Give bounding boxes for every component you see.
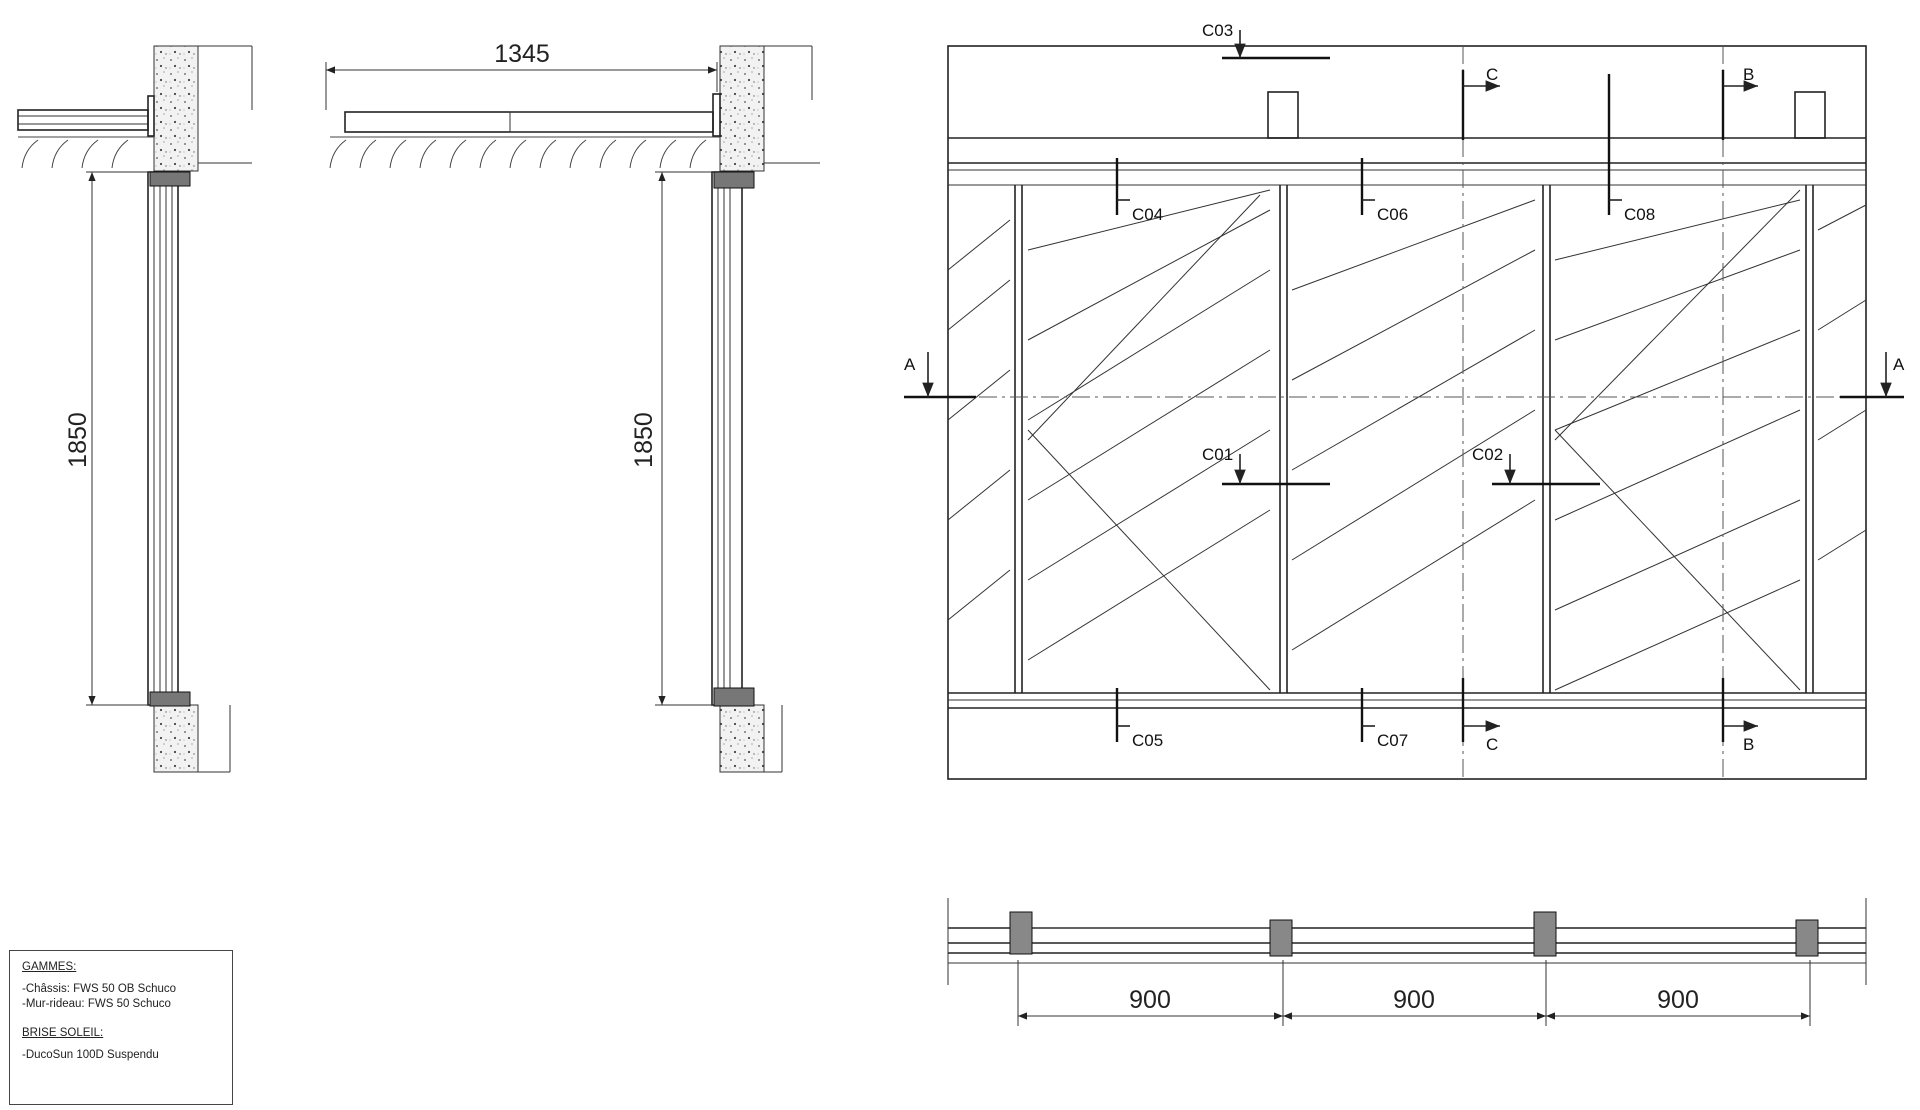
legend-chassis: -Châssis: FWS 50 OB Schuco — [22, 983, 177, 995]
section-tag-b-bottom: B — [1743, 735, 1754, 754]
detail-callouts: C03 C04 C06 C08 C01 C02 C05 C07 — [1115, 21, 1655, 750]
bracket-right — [1794, 91, 1826, 139]
callout-c08: C08 — [1624, 205, 1655, 224]
glass-reflection-hatch — [947, 189, 1867, 691]
dim-bay-1: 900 — [1129, 986, 1171, 1014]
legend-box: GAMMES: -Châssis: FWS 50 OB Schuco -Mur-… — [9, 950, 233, 1105]
concrete-wall-top-2 — [719, 45, 765, 172]
dim-height-right: 1850 — [630, 412, 658, 468]
middle-section-view: 1345 1850 — [325, 40, 820, 773]
plan-section-view: 900 900 900 — [947, 898, 1867, 1026]
dim-height-left: 1850 — [64, 412, 92, 468]
dim-bay-2: 900 — [1393, 986, 1435, 1014]
elevation-outline — [947, 45, 1867, 780]
bracket-left — [1267, 91, 1299, 139]
callout-c02: C02 — [1472, 445, 1503, 464]
legend-gammes-title: GAMMES: — [22, 961, 77, 973]
concrete-wall-bottom — [153, 704, 199, 773]
left-section-view: 1850 — [17, 45, 253, 773]
callout-c03: C03 — [1202, 21, 1233, 40]
callout-c06: C06 — [1377, 205, 1408, 224]
section-tag-a-right: A — [1893, 355, 1905, 374]
section-tag-a-left: A — [904, 355, 916, 374]
section-tag-c-bottom: C — [1486, 735, 1498, 754]
window-frame-middle — [711, 171, 743, 706]
callout-c04: C04 — [1132, 205, 1163, 224]
section-tag-c-top: C — [1486, 65, 1498, 84]
dim-overhang: 1345 — [494, 40, 550, 68]
legend-mur-rideau: -Mur-rideau: FWS 50 Schuco — [22, 998, 171, 1010]
legend-ducosun: -DucoSun 100D Suspendu — [22, 1049, 159, 1061]
concrete-wall-bottom-2 — [719, 704, 765, 773]
elevation-view: A A C C B B C03 C04 C06 — [904, 21, 1905, 780]
sunshade-blade-left — [17, 109, 149, 131]
callout-c01: C01 — [1202, 445, 1233, 464]
concrete-wall-top — [153, 45, 199, 172]
callout-c05: C05 — [1132, 731, 1163, 750]
window-frame-left — [147, 171, 179, 706]
sunshade-blade-middle — [344, 111, 714, 133]
legend-brise-title: BRISE SOLEIL: — [22, 1027, 104, 1039]
callout-c07: C07 — [1377, 731, 1408, 750]
dim-bay-3: 900 — [1657, 986, 1699, 1014]
section-tag-b-top: B — [1743, 65, 1754, 84]
